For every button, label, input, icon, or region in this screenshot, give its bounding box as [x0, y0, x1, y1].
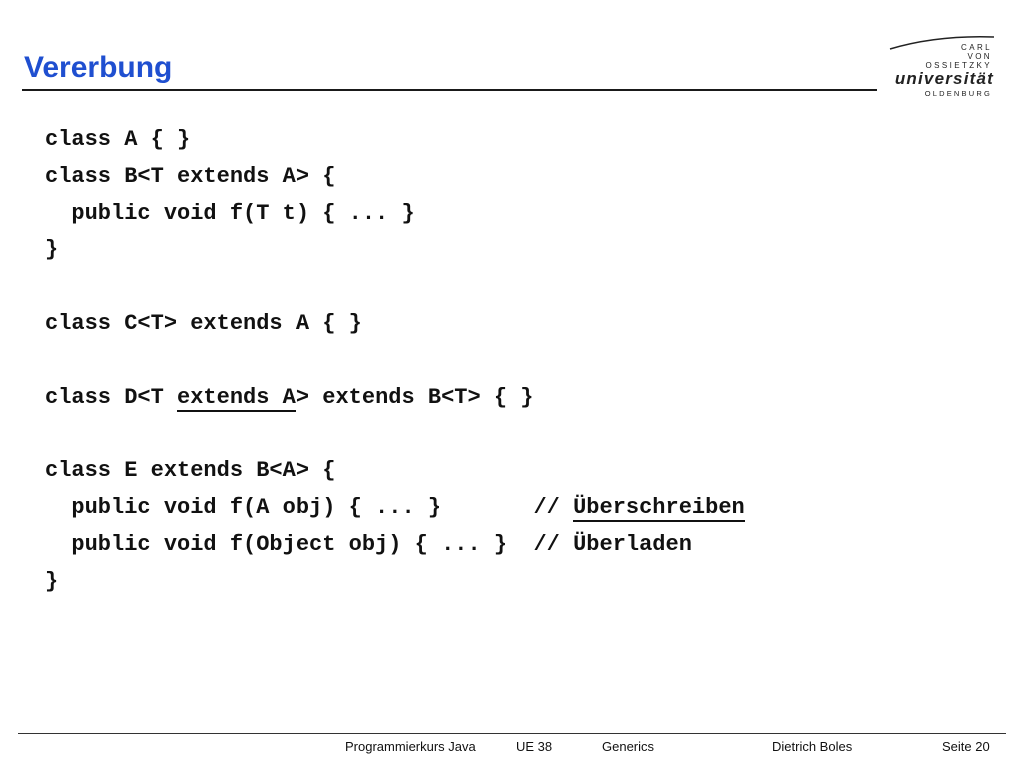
- code-line-9: [45, 416, 745, 453]
- logo-line-universitaet: universität: [894, 69, 994, 88]
- logo-swoosh-icon: [889, 36, 995, 50]
- code-line-6: class C<T> extends A { }: [45, 310, 362, 336]
- code-line-8-end: > extends B<T> { }: [295, 384, 534, 410]
- title-divider: [22, 89, 877, 91]
- footer-author: Dietrich Boles: [772, 739, 853, 754]
- university-logo: CARL VON OSSIETZKY universität OLDENBURG: [882, 33, 1002, 103]
- footer-course: Programmierkurs Java: [345, 739, 476, 754]
- logo-line-oldenburg: OLDENBURG: [924, 89, 992, 98]
- logo-line-ossietzky: OSSIETZKY: [925, 61, 992, 70]
- code-line-2: class B<T extends A> {: [45, 163, 336, 189]
- underlined-ueberschreiben: Überschreiben: [573, 494, 745, 522]
- code-line-8: class D<T extends A> extends B<T> { }: [45, 380, 745, 417]
- code-line-1: class A { }: [45, 127, 191, 152]
- code-line-13: }: [45, 568, 59, 594]
- logo-line-carl: CARL: [961, 43, 992, 52]
- footer-unit: UE 38: [516, 739, 553, 754]
- code-line-8-start: class D<T: [45, 384, 178, 410]
- footer-divider: [18, 733, 1006, 734]
- slide-title: Vererbung: [24, 51, 173, 84]
- code-line-3: public void f(T t) { ... }: [45, 200, 415, 226]
- footer-page-number: Seite 20: [942, 739, 990, 754]
- code-line-11-start: public void f(A obj) { ... } //: [45, 494, 574, 520]
- underlined-extends-a: extends A: [177, 384, 296, 412]
- code-line-4: }: [45, 237, 59, 263]
- code-block: class A { } class B<T extends A> { publi…: [45, 122, 745, 600]
- code-line-12: public void f(Object obj) { ... } // Übe…: [45, 531, 692, 557]
- code-line-10: class E extends B<A> {: [45, 458, 336, 484]
- code-line-7: [45, 343, 745, 380]
- code-line-5: [45, 269, 745, 306]
- footer-topic: Generics: [602, 739, 655, 754]
- logo-line-von: VON: [967, 52, 992, 61]
- code-line-11: public void f(A obj) { ... } // Überschr…: [45, 490, 745, 527]
